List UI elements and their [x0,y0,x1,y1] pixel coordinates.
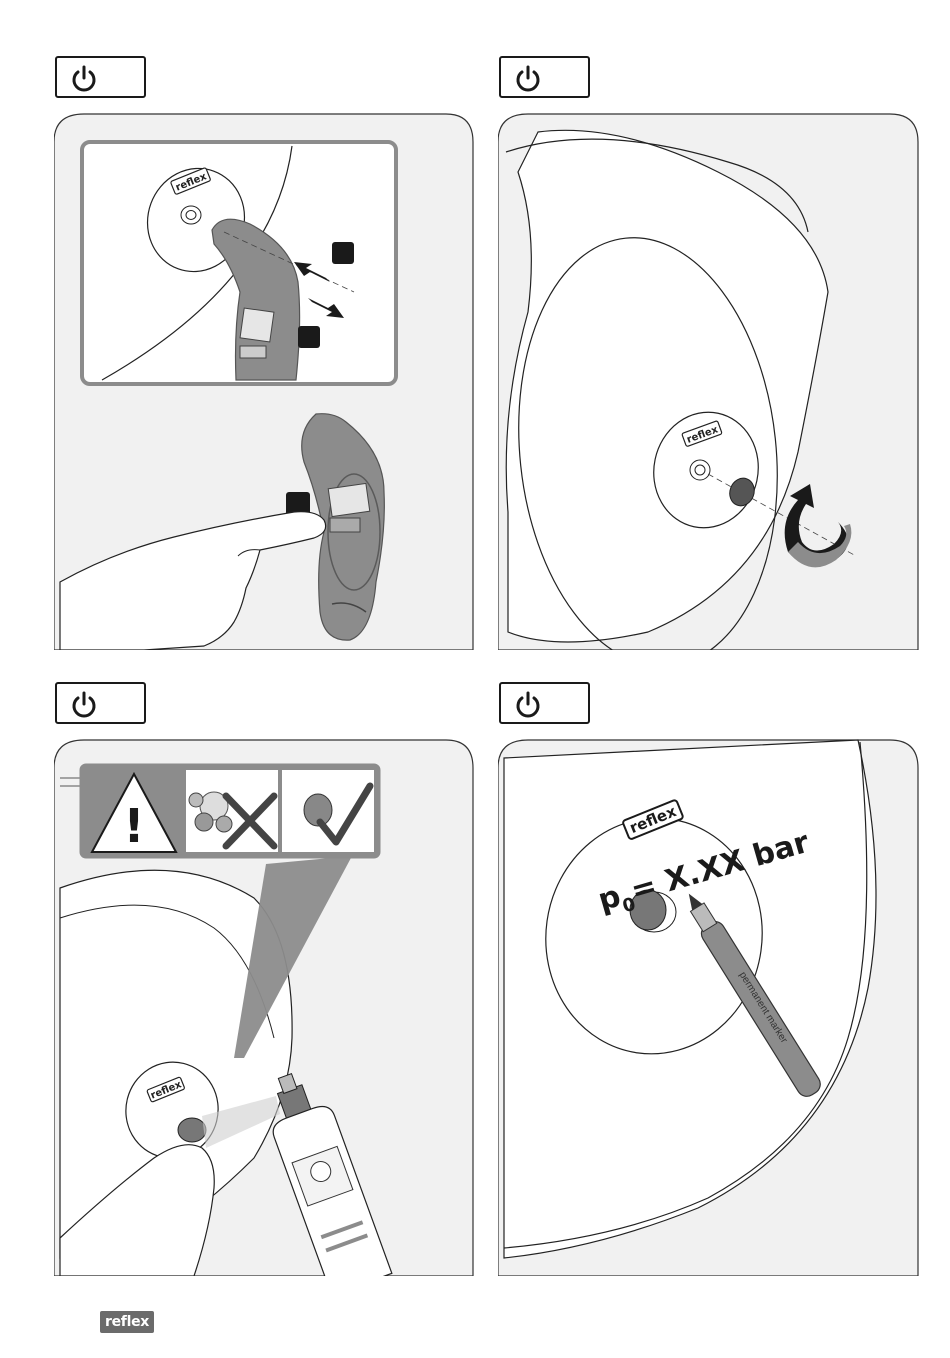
footer-brand-logo: reflex [100,1311,154,1333]
svg-text:!: ! [124,799,145,853]
power-icon [69,64,99,94]
panel-leak-test: reflex ! [54,738,474,1276]
power-icon [513,690,543,720]
callout-number-2 [298,326,320,348]
step-badge-2 [499,56,590,98]
step-badge-4 [499,682,590,724]
panel-mark-pressure: reflex p0= X.XX bar permanent marker [498,738,919,1276]
callout-number-1 [332,242,354,264]
panel-measure-pressure: reflex [54,112,474,650]
power-icon [513,64,543,94]
panel-close-valve-cap: reflex [498,112,919,650]
step-badge-1 [55,56,146,98]
step-badge-3 [55,682,146,724]
power-icon [69,690,99,720]
